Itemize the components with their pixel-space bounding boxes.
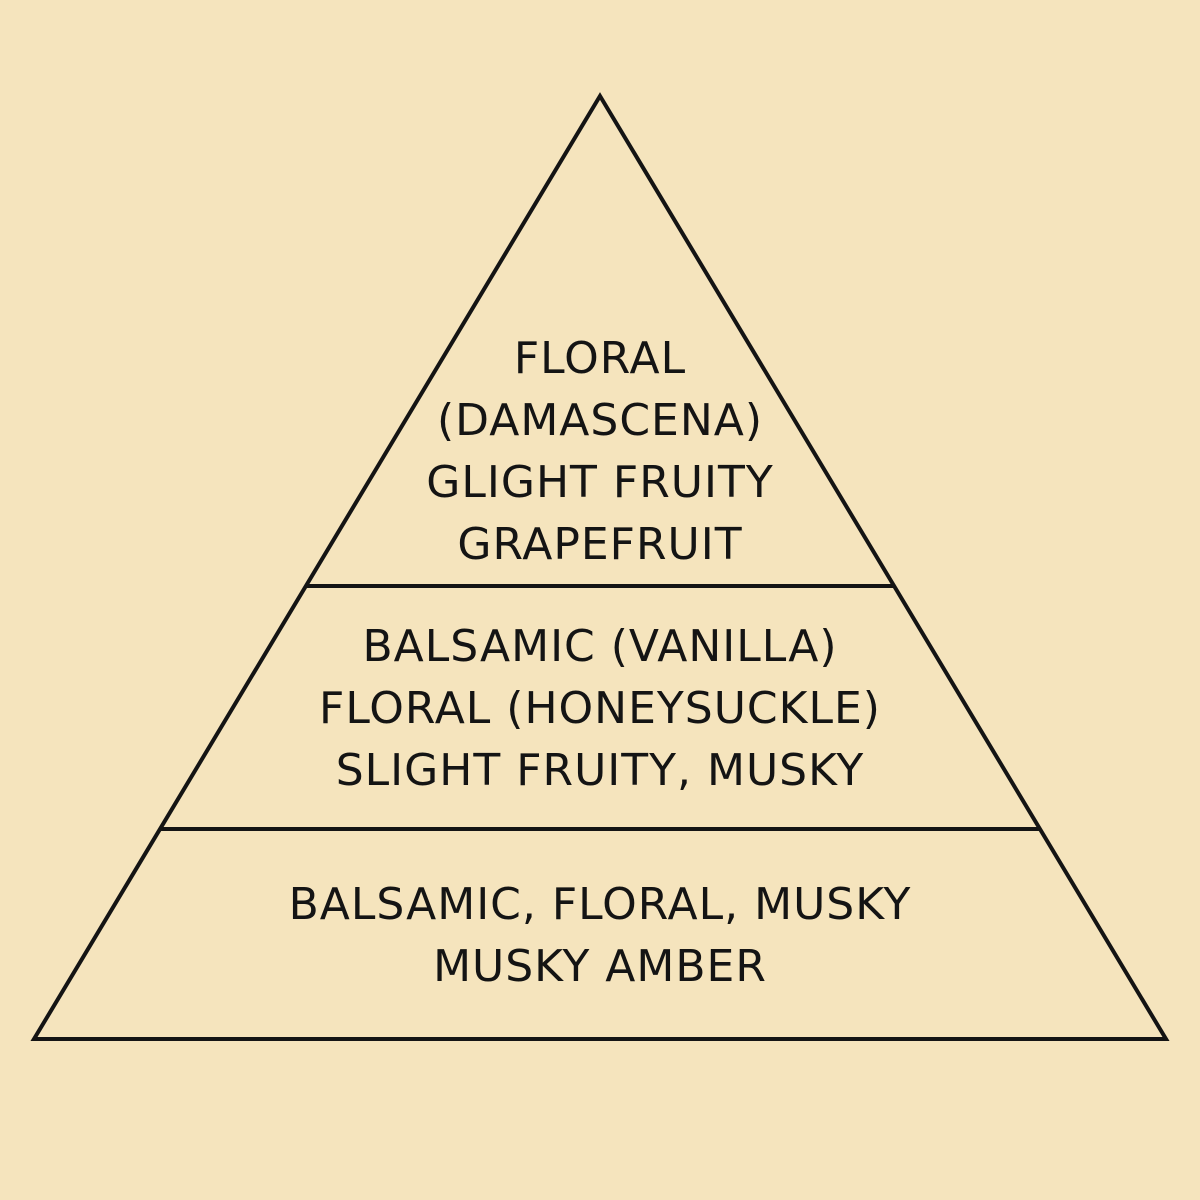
middle-notes-line: FLORAL (HONEYSUCKLE) — [319, 683, 881, 734]
top-notes-line: GLIGHT FRUITY — [426, 457, 774, 508]
middle-notes-line: SLIGHT FRUITY, MUSKY — [335, 745, 865, 796]
base-notes-line: MUSKY AMBER — [433, 941, 767, 992]
middle-notes-line: BALSAMIC (VANILLA) — [362, 621, 838, 672]
top-notes-line: (DAMASCENA) — [436, 395, 764, 446]
top-notes-line: FLORAL — [513, 333, 687, 384]
top-notes-line: GRAPEFRUIT — [457, 519, 743, 570]
base-notes-line: BALSAMIC, FLORAL, MUSKY — [288, 879, 912, 930]
base-notes-tier: BALSAMIC, FLORAL, MUSKY MUSKY AMBER — [0, 874, 1200, 998]
top-notes-tier: FLORAL (DAMASCENA) GLIGHT FRUITY GRAPEFR… — [0, 328, 1200, 576]
middle-notes-tier: BALSAMIC (VANILLA) FLORAL (HONEYSUCKLE) … — [0, 616, 1200, 802]
pyramid-triangle — [30, 92, 1170, 1041]
